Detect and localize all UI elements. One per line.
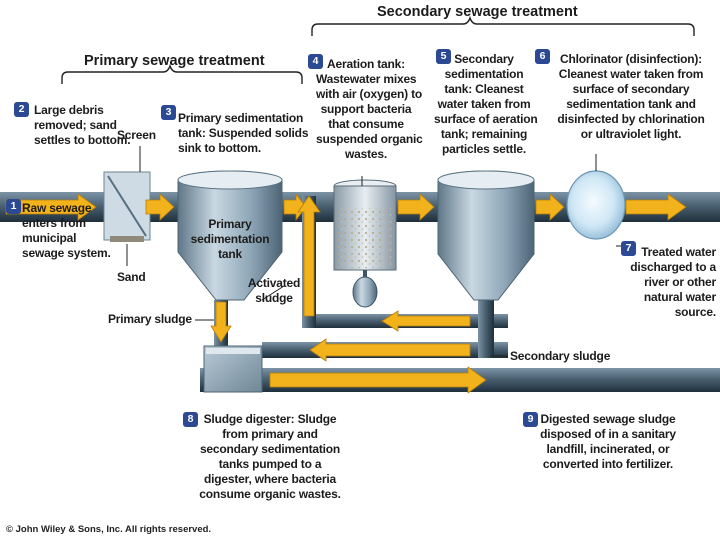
secondary-brace: [311, 15, 695, 36]
step-9-badge: 9: [523, 412, 538, 427]
primary-sludge-label: Primary sludge: [108, 312, 192, 326]
step-9-text: Digested sewage sludge disposed of in a …: [540, 412, 676, 471]
step-4-badge: 4: [308, 54, 323, 69]
primary-tank: [177, 170, 283, 301]
screen-label: Screen: [117, 128, 156, 142]
primary-treatment-heading: Primary sewage treatment: [84, 53, 265, 69]
step-5-badge: 5: [436, 49, 451, 64]
screen-unit: [103, 171, 151, 242]
step-7-badge: 7: [621, 241, 636, 256]
flow-arrows: [5, 192, 687, 394]
step-4-text: Aeration tank: Wastewater mixes with air…: [316, 57, 423, 161]
step-6-text: Chlorinator (disinfection): Cleanest wat…: [557, 52, 705, 141]
sand-label: Sand: [117, 270, 146, 284]
aeration-tank: [333, 179, 397, 308]
step-8-badge: 8: [183, 412, 198, 427]
primary-brace: [61, 63, 303, 84]
secondary-treatment-heading: Secondary sewage treatment: [377, 4, 578, 20]
step-3-text: Primary sedimentation tank: Suspended so…: [178, 111, 309, 155]
step-7-text: Treated water discharged to a river or o…: [630, 245, 716, 319]
step-6-badge: 6: [535, 49, 550, 64]
sludge-digester: [203, 345, 263, 393]
copyright-notice: © John Wiley & Sons, Inc. All rights res…: [6, 524, 212, 535]
step-8-text: Sludge digester: Sludge from primary and…: [199, 412, 341, 501]
step-1-text: Raw sewage enters from municipal sewage …: [22, 201, 111, 260]
step-5-text: Secondary sedimentation tank: Cleanest w…: [434, 52, 538, 156]
chlorinator: [566, 170, 626, 240]
step-3-badge: 3: [161, 105, 176, 120]
step-1-badge: 1: [6, 199, 21, 214]
activated-sludge-label: Activated sludge: [247, 276, 301, 305]
secondary-tank: [437, 170, 535, 301]
step-2-text: Large debris removed; sand settles to bo…: [34, 103, 131, 147]
secondary-sludge-label: Secondary sludge: [510, 349, 611, 363]
secondary-drop: [478, 300, 494, 358]
step-2-badge: 2: [14, 102, 29, 117]
primary-tank-label: Primary sedimentation tank: [190, 217, 270, 261]
